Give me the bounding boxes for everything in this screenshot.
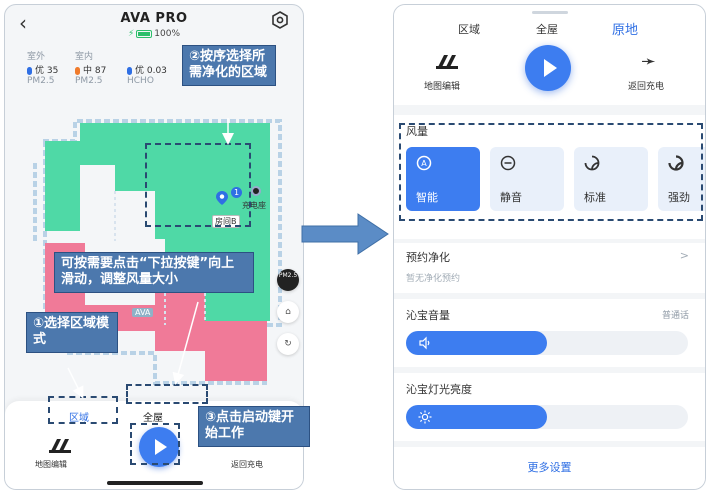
map-edit-icon[interactable] xyxy=(49,437,71,453)
callout-area-mode: ①选择区域模式 xyxy=(26,312,118,353)
brightness-title: 沁宝灯光亮度 xyxy=(406,383,472,396)
tab-area[interactable]: 区域 xyxy=(69,413,89,424)
battery-icon xyxy=(136,29,153,38)
indoor-unit: PM2.5 xyxy=(75,76,103,86)
start-button-highlight xyxy=(130,423,180,465)
home-indicator xyxy=(107,481,203,485)
pull-handle[interactable] xyxy=(532,11,568,14)
schedule-title: 预约净化 xyxy=(406,251,450,264)
battery-percent: 100% xyxy=(154,29,181,39)
outdoor-pm25-value: 优 35 xyxy=(27,63,58,76)
tab-full-house[interactable]: 全屋 xyxy=(143,413,163,424)
indoor-caption: 室内 xyxy=(75,52,94,62)
more-settings-card[interactable]: 更多设置 xyxy=(394,447,705,489)
map-edit-label: 地图编辑 xyxy=(424,82,461,92)
schedule-subtitle: 暂无净化预约 xyxy=(406,274,461,284)
fan-option-strong[interactable]: 强劲 xyxy=(658,147,705,211)
more-settings-link[interactable]: 更多设置 xyxy=(527,461,572,474)
relocate-icon[interactable]: ↻ xyxy=(277,333,299,355)
device-name: AVA PRO xyxy=(120,11,188,26)
tab-full-house[interactable]: 全屋 xyxy=(536,23,558,36)
fan-speed-highlight xyxy=(399,123,703,221)
start-button[interactable] xyxy=(139,427,179,467)
volume-slider[interactable] xyxy=(406,331,688,355)
map-aqi-button[interactable]: PM2.5 xyxy=(277,269,299,291)
mode-panel-expanded: 区域 全屋 原地 地图编辑 ➛ 返回充电 xyxy=(394,5,705,105)
robot-chip: AVA xyxy=(132,308,154,317)
air-quality-panel: 室外 室内 优 35 中 87 优 0.03 PM2.5 PM2.5 HCHO xyxy=(27,49,227,91)
back-arrow-icon[interactable]: ‹ xyxy=(19,11,27,35)
tab-spot[interactable]: 原地 xyxy=(612,23,639,38)
volume-slider-fill xyxy=(406,331,547,355)
hcho-value: 优 0.03 xyxy=(127,63,167,76)
fan-speed-card: 风量 A 智能 静音 标准 强劲 xyxy=(394,115,705,239)
brightness-slider[interactable] xyxy=(406,405,688,429)
volume-title: 沁宝音量 xyxy=(406,309,450,322)
return-to-dock-label[interactable]: 返回充电 xyxy=(231,460,263,469)
fan-smart-icon: A xyxy=(416,155,432,171)
callout-press-start: ③点击启动键开始工作 xyxy=(198,406,310,447)
callout-select-area: ②按序选择所需净化的区域 xyxy=(182,45,276,86)
fan-speed-options: A 智能 静音 标准 强劲 xyxy=(406,147,705,213)
start-button[interactable] xyxy=(525,45,571,91)
fan-speed-title: 风量 xyxy=(406,125,428,138)
selected-area-highlight xyxy=(145,143,251,227)
svg-text:A: A xyxy=(421,159,427,168)
volume-card: 沁宝音量 普通话 xyxy=(394,299,705,367)
fan-quiet-icon xyxy=(500,155,516,171)
transition-arrow-icon xyxy=(301,213,389,255)
map-edit-label: 地图编辑 xyxy=(35,460,67,469)
brightness-card: 沁宝灯光亮度 xyxy=(394,373,705,441)
outdoor-caption: 室外 xyxy=(27,52,46,62)
battery-status: ⚡ 100% xyxy=(5,29,303,39)
fan-option-quiet[interactable]: 静音 xyxy=(490,147,564,211)
home-icon[interactable]: ⌂ xyxy=(277,301,299,323)
tab-area[interactable]: 区域 xyxy=(458,23,480,36)
room-order-badge: 1 xyxy=(231,187,242,198)
fan-strong-icon xyxy=(668,155,684,171)
dock-label: 充电座 xyxy=(242,201,266,210)
return-to-dock-label[interactable]: 返回充电 xyxy=(628,82,665,92)
outdoor-unit: PM2.5 xyxy=(27,76,55,86)
app-header: ‹ AVA PRO ⚡ 100% xyxy=(5,5,303,49)
speaker-icon xyxy=(419,336,430,350)
right-phone-screen: 区域 全屋 原地 地图编辑 ➛ 返回充电 风量 A 智能 静音 xyxy=(393,4,706,490)
pull-up-handle-highlight xyxy=(126,384,208,404)
charging-bolt-icon: ⚡ xyxy=(127,29,135,39)
schedule-card[interactable]: 预约净化 暂无净化预约 > xyxy=(394,243,705,293)
chevron-right-icon[interactable]: > xyxy=(679,249,689,262)
return-charge-icon[interactable]: ➛ xyxy=(641,51,657,72)
dock-icon xyxy=(251,186,261,196)
fan-option-standard[interactable]: 标准 xyxy=(574,147,648,211)
voice-language[interactable]: 普通话 xyxy=(661,311,689,321)
fan-standard-icon xyxy=(584,155,600,171)
indoor-pm25-value: 中 87 xyxy=(75,63,106,76)
location-pin-icon xyxy=(216,191,228,205)
hcho-unit: HCHO xyxy=(127,76,154,86)
map-edit-icon[interactable] xyxy=(436,53,458,69)
settings-hexagon-icon[interactable] xyxy=(271,11,289,29)
fan-option-smart[interactable]: A 智能 xyxy=(406,147,480,211)
sun-icon xyxy=(418,410,432,424)
room-label[interactable]: 房间B xyxy=(212,215,240,228)
callout-adjust-fan-tip: 可按需要点击“下拉按键”向上滑动，调整风量大小 xyxy=(54,252,254,293)
